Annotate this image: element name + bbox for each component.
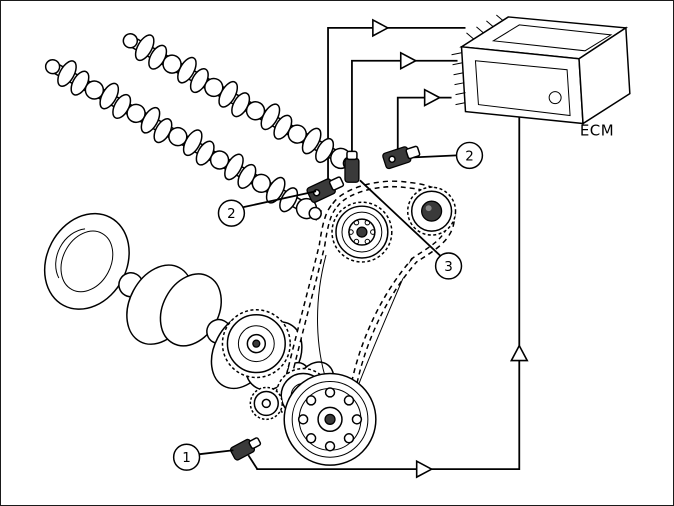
callout-3-label: 3: [444, 260, 453, 275]
signal-stub-crank-sensor: [247, 454, 259, 470]
ecm-front-face: [460, 45, 584, 125]
leader-1: [199, 449, 234, 456]
camshaft-lower: [44, 58, 323, 221]
signal-line-crank: [256, 117, 521, 471]
camshaft-upper: [122, 33, 357, 170]
signal-line-cam-left: [327, 26, 466, 183]
ecm-right-face: [578, 26, 631, 125]
callout-1-circle: [172, 443, 201, 471]
callout-3-circle: [434, 252, 463, 280]
callout-2-right-label: 2: [465, 149, 474, 164]
ecm-grommet: [548, 91, 562, 105]
callout-1-label: 1: [182, 451, 191, 466]
leader-3: [359, 179, 442, 257]
arrow-right-line1: [372, 18, 390, 38]
arrow-right-bottom: [415, 459, 434, 479]
camshaft-position-sensor-left: [306, 176, 345, 204]
ecm-top-panel: [491, 24, 613, 52]
cam-sprocket-left: [331, 201, 393, 263]
callout-2-right-circle: [455, 141, 484, 170]
callout-2-left-label: 2: [227, 207, 236, 222]
center-sensor: [344, 150, 360, 183]
arrow-right-line2: [399, 51, 418, 71]
ecm-label: ECM: [580, 121, 614, 139]
arrow-up-right-line: [509, 343, 529, 362]
signal-line-center: [351, 59, 458, 165]
ecm-connector-pins: [451, 14, 504, 106]
signal-lines: [247, 26, 521, 471]
arrow-right-line3: [423, 88, 442, 107]
ecm-front-panel: [474, 60, 571, 117]
crankshaft-position-sensor: [229, 437, 262, 461]
small-gear: [249, 386, 283, 421]
leader-2-right: [413, 154, 457, 159]
hub-highlight: [425, 205, 432, 212]
callout-2-left-circle: [217, 199, 246, 227]
leader-2-left: [243, 190, 317, 209]
callouts: 1 2 2 3: [172, 141, 484, 471]
signal-arrows: [372, 18, 529, 479]
idler-gear: [221, 309, 291, 379]
camshaft-position-sensor-right: [382, 145, 421, 170]
cam-sprocket-right: [406, 186, 457, 236]
ecm-module: ECM: [451, 14, 631, 139]
crank-pulley: [283, 372, 377, 466]
